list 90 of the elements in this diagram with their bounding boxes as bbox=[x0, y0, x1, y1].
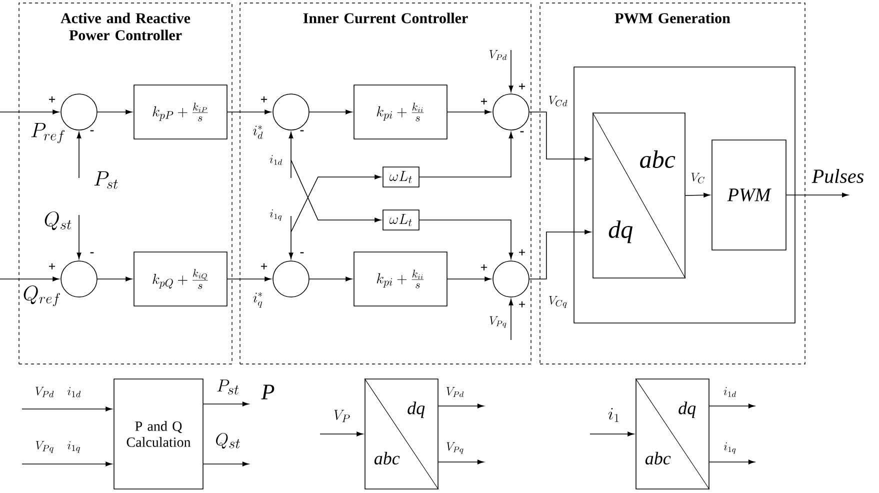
arrow bbox=[320, 432, 364, 436]
signal-label: $V_{Pd}$ bbox=[490, 50, 507, 60]
signal-label: $V_{Pq}$ bbox=[490, 316, 506, 328]
transform-block: dq abc bbox=[364, 378, 439, 490]
sign-label: - bbox=[300, 130, 304, 132]
arrow bbox=[709, 404, 755, 408]
controller-block: $k_{pi}+\frac{k_{ii}}{s}$ bbox=[354, 252, 448, 306]
arrow bbox=[447, 110, 492, 114]
gain-block: $\omega L_t$ bbox=[382, 210, 420, 230]
sign-label: - bbox=[90, 130, 94, 132]
text-label: P bbox=[261, 384, 274, 400]
signal-label: $V_P$ bbox=[334, 410, 350, 422]
arrow bbox=[97, 110, 132, 114]
arrow bbox=[290, 160, 382, 222]
arrow bbox=[97, 276, 132, 282]
arrow bbox=[0, 110, 60, 114]
signal-label: $V_{Pd}$ bbox=[446, 387, 464, 398]
signal-label: $V_{Cq}$ bbox=[549, 296, 567, 308]
signal-label: $i_d^{*}$ bbox=[253, 125, 263, 139]
signal-label: $V_{Pd}\quad i_{1d}$ bbox=[36, 386, 81, 398]
sign-label: + bbox=[519, 83, 526, 90]
transform-block: dq abc bbox=[635, 378, 710, 490]
summing-junction bbox=[272, 94, 310, 130]
arrow bbox=[529, 112, 592, 162]
arrow bbox=[22, 406, 112, 412]
summing-junction bbox=[60, 260, 98, 298]
arrow bbox=[438, 404, 484, 408]
sign-label: + bbox=[49, 96, 56, 102]
signal-label: $V_{Pq}\quad i_{1q}$ bbox=[36, 441, 80, 453]
arrow bbox=[309, 110, 352, 114]
summing-junction bbox=[492, 94, 530, 130]
sign-label: + bbox=[481, 98, 488, 104]
signal-label: $i_{1d}$ bbox=[724, 387, 736, 397]
sign-label: + bbox=[519, 249, 526, 256]
arrow bbox=[309, 276, 352, 282]
arrow bbox=[76, 214, 82, 260]
signal-label: $i_{1q}$ bbox=[270, 209, 282, 221]
arrow bbox=[529, 230, 592, 280]
arrow bbox=[22, 462, 112, 466]
arrow bbox=[203, 462, 249, 466]
arrow bbox=[590, 432, 634, 436]
arrow bbox=[709, 460, 755, 464]
sign-label: + bbox=[261, 96, 268, 102]
arrow bbox=[508, 298, 514, 340]
arrow bbox=[419, 132, 514, 178]
transform-block: abc dq bbox=[592, 112, 686, 279]
arrow bbox=[290, 174, 382, 232]
sign-label: - bbox=[520, 131, 524, 132]
sign-label: + bbox=[519, 301, 526, 308]
arrow bbox=[227, 276, 272, 282]
signal-label: $\mathit{Pulses}$ bbox=[812, 168, 864, 184]
signal-label: $V_{Pq}$ bbox=[446, 442, 464, 454]
arrow bbox=[76, 132, 82, 178]
signal-label: $V_{Cd}$ bbox=[548, 96, 568, 106]
sign-label: - bbox=[90, 252, 94, 254]
arrow bbox=[685, 192, 710, 198]
arrow bbox=[288, 216, 294, 260]
signal-label: $P_{ref}$ bbox=[31, 122, 65, 144]
outer-box bbox=[574, 66, 796, 324]
signal-label: $i_1$ bbox=[608, 408, 619, 422]
signal-label: $Q_{ref}$ bbox=[24, 286, 60, 306]
signal-label: $i_q^{*}$ bbox=[253, 292, 262, 308]
sign-label: + bbox=[261, 263, 268, 270]
signal-label: $P_{st}$ bbox=[217, 380, 239, 394]
arrow bbox=[786, 192, 848, 198]
controller-block: $k_{pP}+\frac{k_{iP}}{s}$ bbox=[134, 84, 228, 140]
sign-label: - bbox=[300, 252, 304, 254]
signal-label: $Q_{st}$ bbox=[216, 433, 240, 449]
sign-label: + bbox=[481, 264, 488, 270]
arrow bbox=[419, 220, 514, 260]
arrow bbox=[0, 276, 60, 282]
sign-label: + bbox=[49, 263, 56, 270]
summing-junction bbox=[492, 260, 530, 298]
gain-block: $\omega L_t$ bbox=[382, 166, 420, 188]
signal-label: $i_{1q}$ bbox=[724, 442, 736, 454]
arrow bbox=[203, 402, 249, 406]
signal-label: $P_{st}$ bbox=[94, 171, 118, 189]
signal-label: $V_C$ bbox=[691, 172, 705, 184]
arrow bbox=[288, 132, 294, 178]
arrow bbox=[508, 50, 514, 92]
calculation-block: P and Q Calculation bbox=[114, 378, 204, 490]
summing-junction bbox=[272, 260, 310, 298]
arrow bbox=[438, 460, 484, 464]
pwm-block: PWM bbox=[712, 140, 786, 250]
arrow bbox=[447, 276, 492, 282]
arrow bbox=[227, 110, 272, 114]
signal-label: $Q_{st}$ bbox=[44, 211, 72, 230]
controller-block: $k_{pQ}+\frac{k_{iQ}}{s}$ bbox=[134, 252, 228, 306]
signal-label: $i_{1d}$ bbox=[270, 155, 282, 165]
controller-block: $k_{pi}+\frac{k_{ii}}{s}$ bbox=[354, 84, 448, 140]
